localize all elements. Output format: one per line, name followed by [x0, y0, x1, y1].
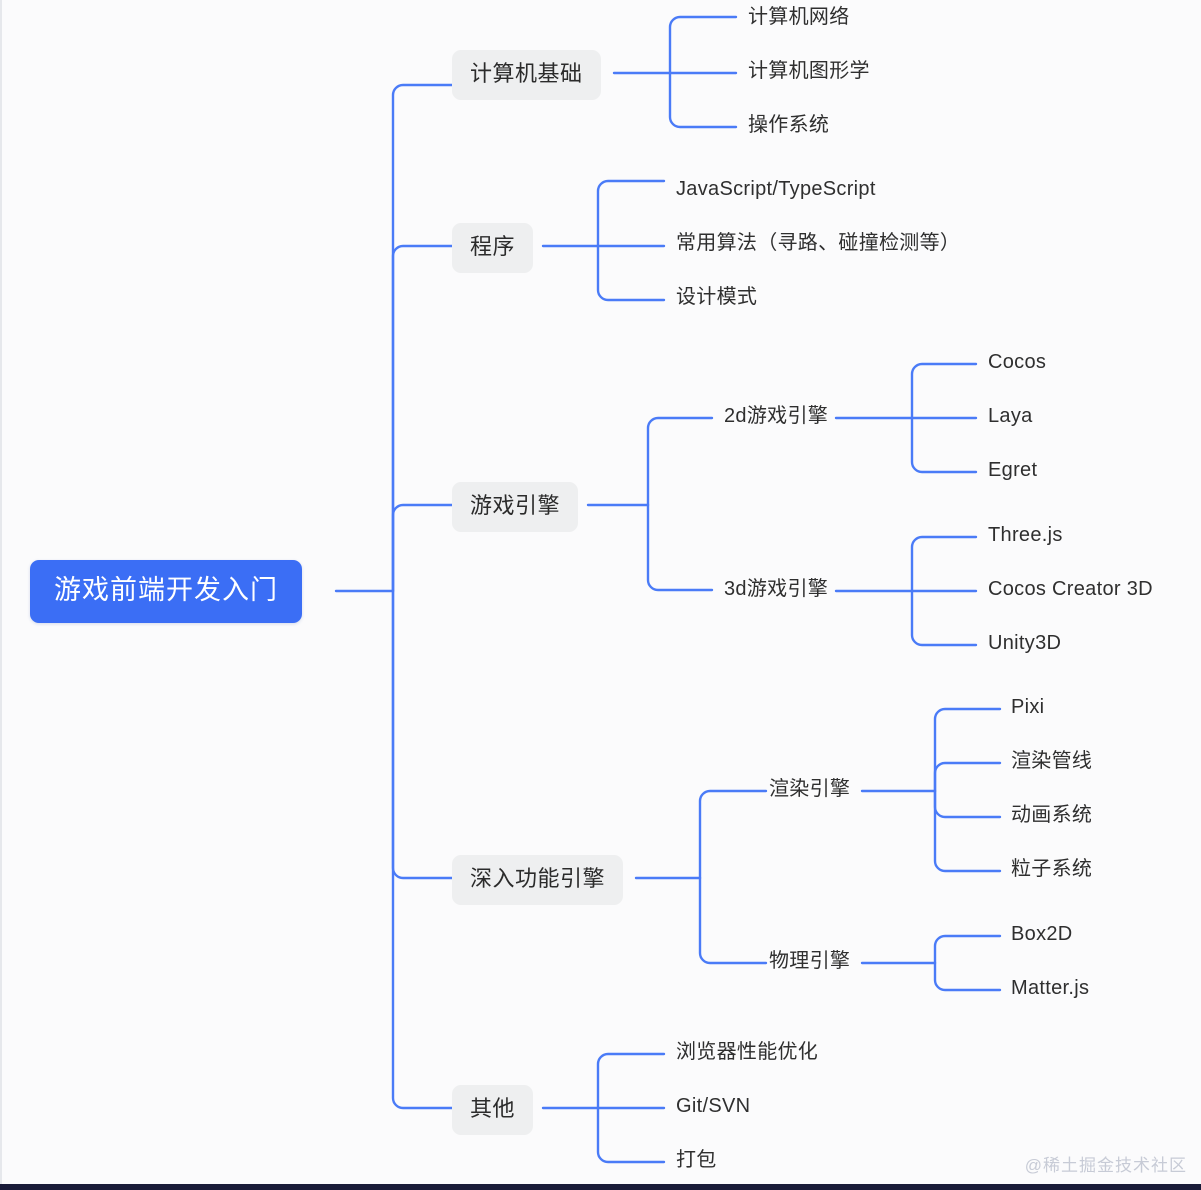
leaf-label: Matter.js: [1011, 977, 1090, 999]
mindmap-root-node[interactable]: 游戏前端开发入门: [30, 560, 302, 623]
edge-render-c4: [933, 789, 1002, 873]
subbranch-label: 3d游戏引擎: [724, 578, 829, 600]
edge-root-to-youxiyinqing: [391, 503, 454, 593]
leaf-node-laya[interactable]: Laya: [988, 406, 1033, 426]
branch-label: 计算机基础: [470, 61, 583, 86]
leaf-node-matterjs[interactable]: Matter.js: [1011, 978, 1089, 998]
leaf-label: Box2D: [1011, 923, 1073, 945]
branch-node-other[interactable]: 其他: [452, 1085, 534, 1135]
leaf-node-egret[interactable]: Egret: [988, 460, 1037, 480]
leaf-node-render-pipeline[interactable]: 渲染管线: [1011, 751, 1092, 771]
leaf-label: Three.js: [988, 524, 1063, 546]
leaf-label: Unity3D: [988, 632, 1062, 654]
edge-chengxu-c1: [596, 179, 666, 248]
leaf-label: 浏览器性能优化: [676, 1041, 819, 1063]
leaf-label: 设计模式: [676, 286, 758, 308]
branch-node-game-engine[interactable]: 游戏引擎: [452, 482, 579, 532]
leaf-node-particle-system[interactable]: 粒子系统: [1011, 859, 1092, 879]
subbranch-label: 2d游戏引擎: [724, 405, 829, 427]
subbranch-label: 物理引擎: [769, 950, 851, 972]
branch-label: 深入功能引擎: [470, 866, 606, 891]
edge-3d-c3: [910, 589, 978, 647]
branch-node-program[interactable]: 程序: [452, 223, 534, 273]
leaf-node-operating-system[interactable]: 操作系统: [748, 115, 829, 135]
subbranch-node-3d-game-engine[interactable]: 3d游戏引擎: [724, 579, 828, 599]
leaf-node-box2d[interactable]: Box2D: [1011, 924, 1073, 944]
edge-other-c1: [596, 1052, 666, 1110]
edge-jichu-c3: [668, 71, 738, 129]
edge-3d-c1: [910, 535, 978, 593]
edge-2d-c1: [910, 362, 978, 420]
edge-deep-physics: [698, 876, 768, 965]
leaf-label: 计算机网络: [748, 6, 850, 28]
edge-render-c2: [933, 761, 1002, 793]
branch-label: 其他: [470, 1096, 516, 1121]
leaf-node-threejs[interactable]: Three.js: [988, 525, 1063, 545]
leaf-label: Pixi: [1011, 696, 1045, 718]
leaf-label: 操作系统: [748, 114, 830, 136]
edge-render-c3: [933, 789, 1002, 819]
edge-physics-c2: [933, 961, 1002, 992]
leaf-node-pixi[interactable]: Pixi: [1011, 697, 1044, 717]
leaf-label: Cocos: [988, 351, 1047, 373]
edge-root-to-chengxu: [391, 244, 454, 593]
leaf-node-common-algorithms[interactable]: 常用算法（寻路、碰撞检测等）: [676, 233, 960, 253]
leaf-label: 打包: [676, 1149, 717, 1171]
leaf-node-animation-system[interactable]: 动画系统: [1011, 805, 1092, 825]
leaf-node-computer-network[interactable]: 计算机网络: [748, 7, 850, 27]
bottom-bar: [0, 1184, 1201, 1190]
leaf-label: Cocos Creator 3D: [988, 578, 1153, 600]
leaf-node-git-svn[interactable]: Git/SVN: [676, 1096, 750, 1116]
branch-node-computer-fundamentals[interactable]: 计算机基础: [452, 50, 601, 100]
leaf-node-browser-performance[interactable]: 浏览器性能优化: [676, 1042, 818, 1062]
leaf-label: Egret: [988, 459, 1038, 481]
edge-engine-3d: [646, 503, 714, 592]
leaf-node-javascript-typescript[interactable]: JavaScript/TypeScript: [676, 179, 876, 199]
leaf-label: 动画系统: [1011, 804, 1093, 826]
root-label: 游戏前端开发入门: [54, 575, 278, 605]
leaf-node-cocos-creator-3d[interactable]: Cocos Creator 3D: [988, 579, 1153, 599]
branch-label: 程序: [470, 234, 516, 259]
leaf-label: Laya: [988, 405, 1033, 427]
leaf-node-packaging[interactable]: 打包: [676, 1150, 717, 1170]
branch-node-deep-feature-engine[interactable]: 深入功能引擎: [452, 855, 624, 905]
subbranch-node-2d-game-engine[interactable]: 2d游戏引擎: [724, 406, 828, 426]
edge-deep-render: [698, 789, 768, 880]
leaf-label: Git/SVN: [676, 1095, 751, 1117]
subbranch-label: 渲染引擎: [769, 778, 851, 800]
subbranch-node-physics-engine[interactable]: 物理引擎: [769, 951, 850, 971]
edge-root-to-qita: [391, 589, 454, 1110]
leaf-label: 计算机图形学: [748, 60, 870, 82]
edge-render-c1: [933, 707, 1002, 793]
edge-root-to-jichu: [391, 83, 454, 593]
edge-chengxu-c3: [596, 244, 666, 302]
subbranch-node-render-engine[interactable]: 渲染引擎: [769, 779, 850, 799]
edge-physics-c1: [933, 934, 1002, 965]
edge-jichu-c1: [668, 15, 738, 75]
leaf-node-cocos[interactable]: Cocos: [988, 352, 1046, 372]
edge-root-to-shenru: [391, 589, 454, 880]
branch-label: 游戏引擎: [470, 493, 561, 518]
watermark-text: @稀土掘金技术社区: [1024, 1156, 1187, 1175]
edge-2d-c3: [910, 416, 978, 474]
leaf-label: 粒子系统: [1011, 858, 1093, 880]
leaf-label: 渲染管线: [1011, 750, 1093, 772]
leaf-label: 常用算法（寻路、碰撞检测等）: [676, 232, 961, 254]
leaf-node-unity3d[interactable]: Unity3D: [988, 633, 1061, 653]
edge-other-c3: [596, 1106, 666, 1164]
leaf-node-computer-graphics[interactable]: 计算机图形学: [748, 61, 870, 81]
edge-engine-2d: [646, 416, 714, 507]
leaf-label: JavaScript/TypeScript: [676, 178, 876, 200]
leaf-node-design-patterns[interactable]: 设计模式: [676, 287, 757, 307]
left-edge-divider: [0, 0, 2, 1185]
